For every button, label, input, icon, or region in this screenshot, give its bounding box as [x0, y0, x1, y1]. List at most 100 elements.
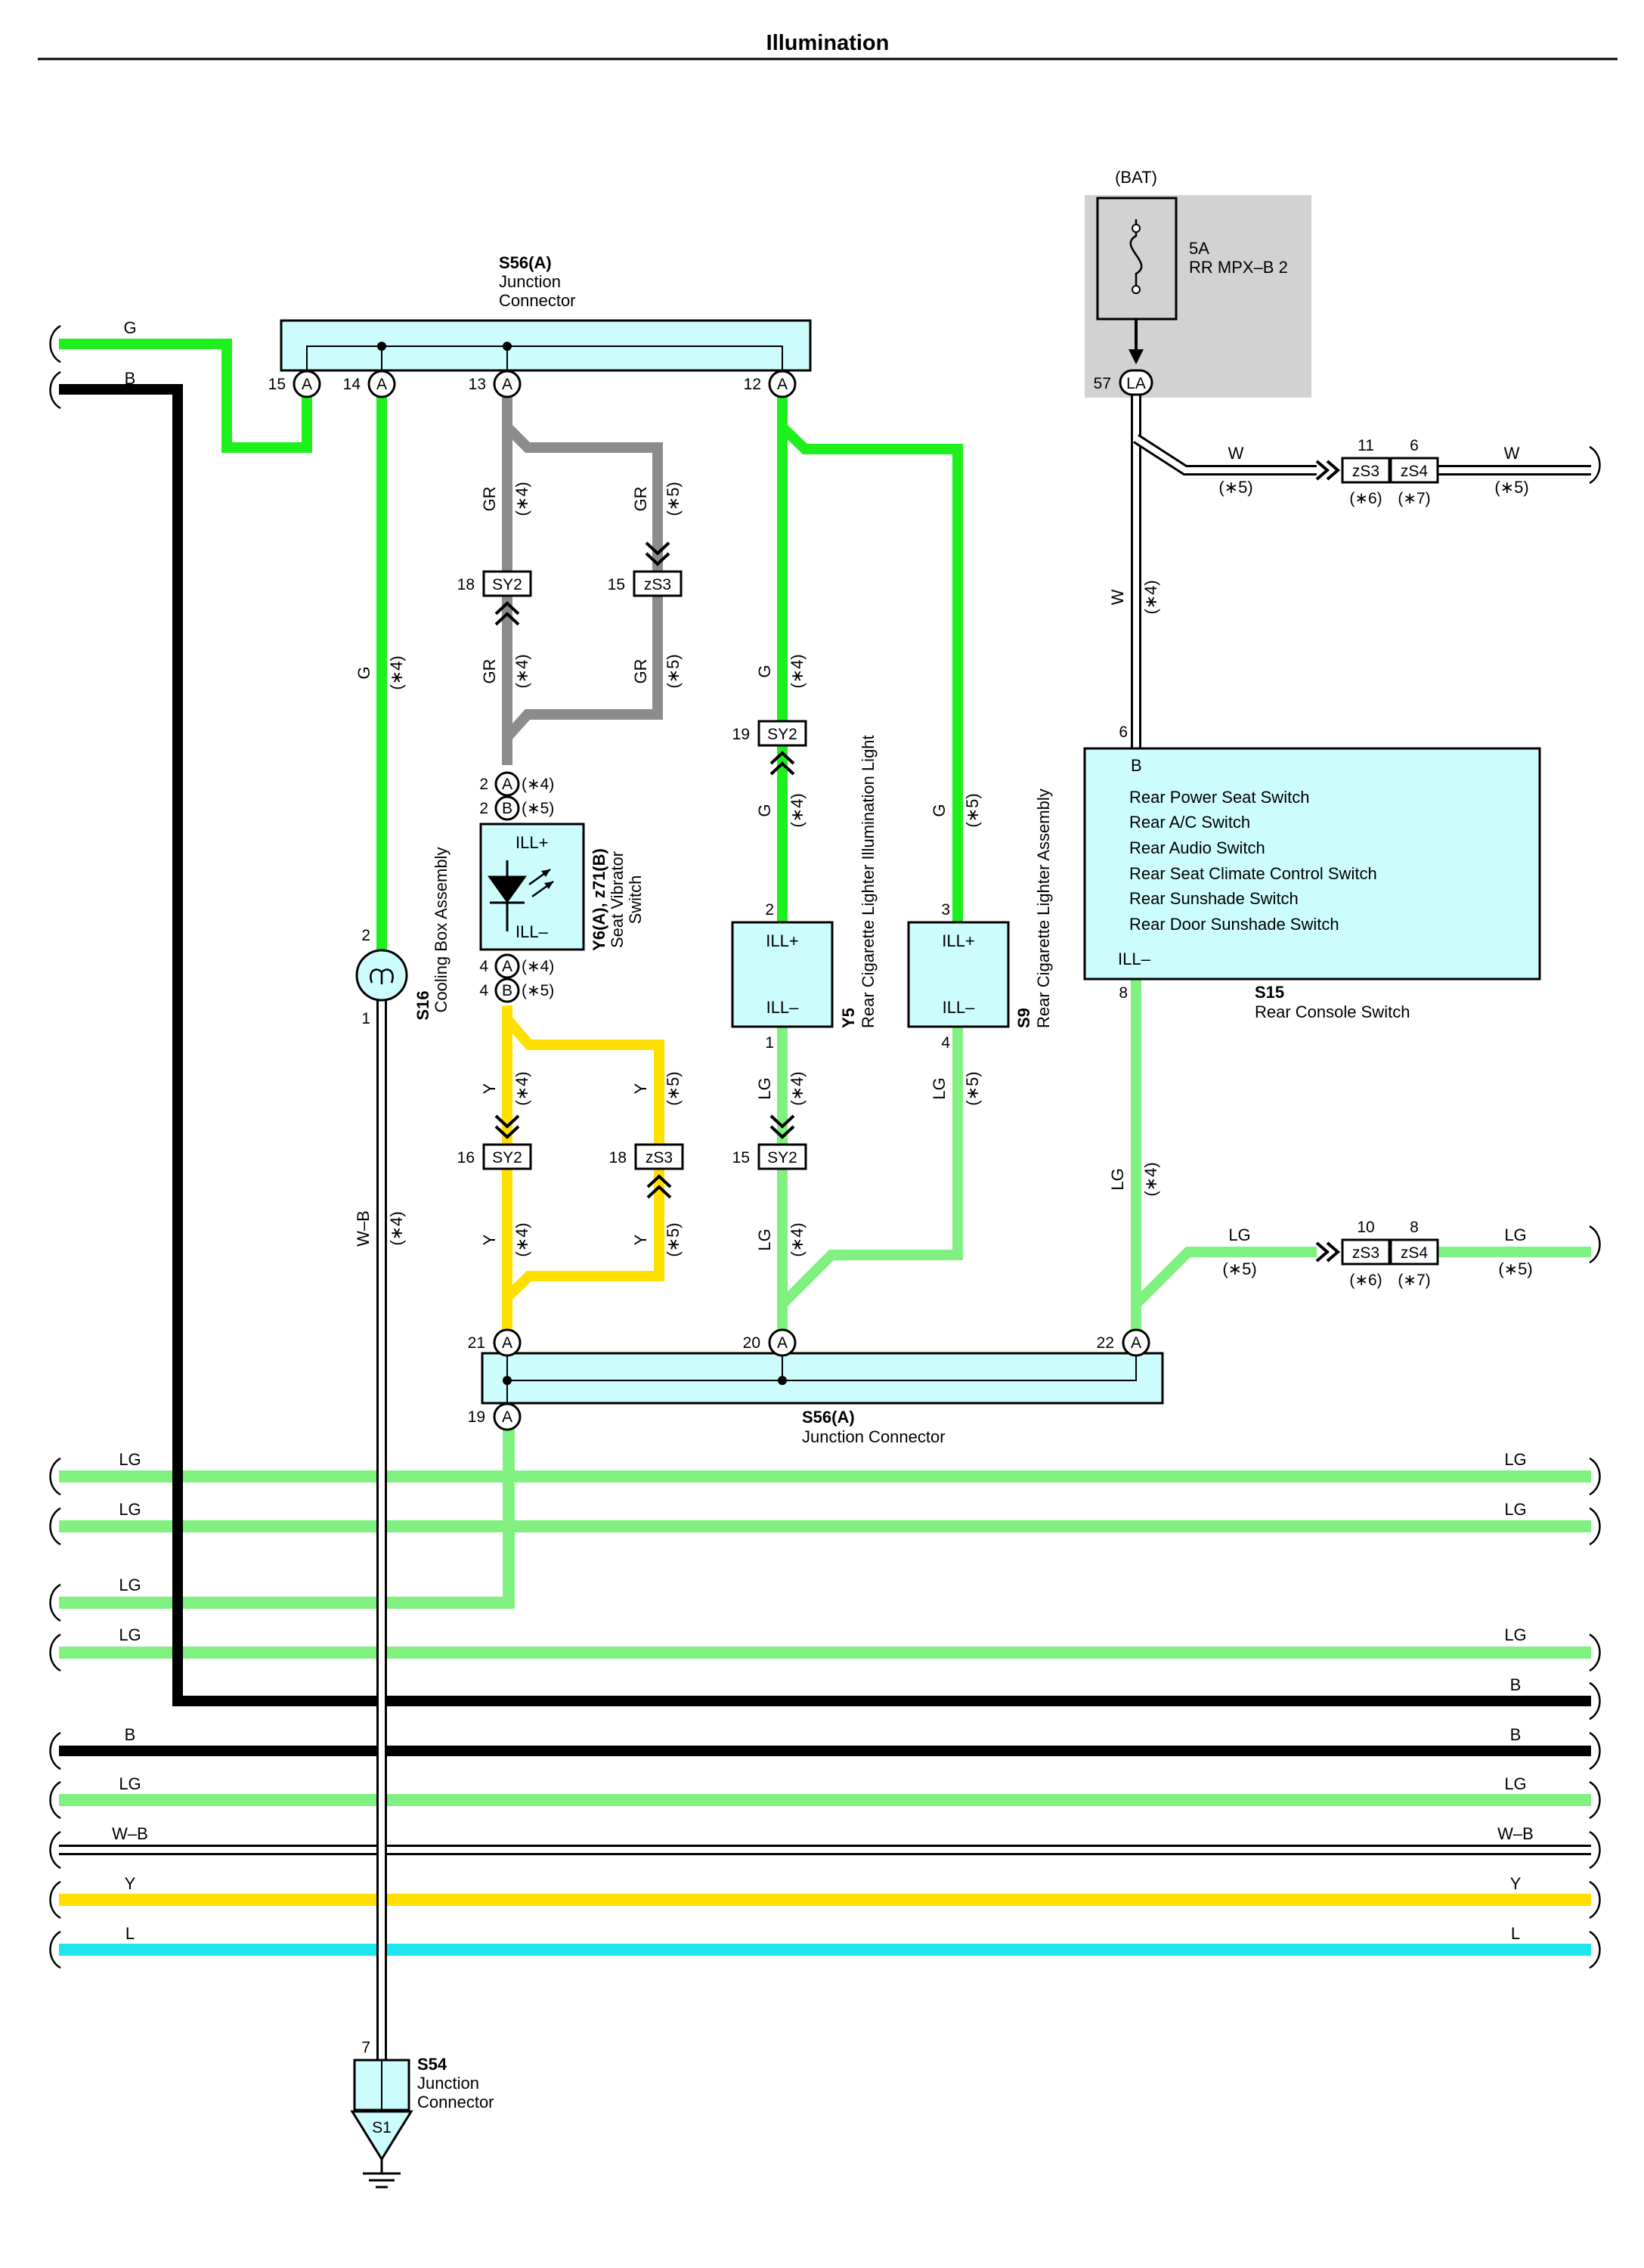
y5-pin-top: 2: [765, 901, 774, 919]
s54-line1: Junction: [417, 2074, 479, 2093]
note-g-s9: (∗5): [963, 793, 982, 827]
conn-zs3-gr-pin: 15: [608, 576, 625, 593]
bus-l-right: L: [1511, 1924, 1520, 1943]
break-left-g: [49, 324, 61, 364]
break-left-lg5: [49, 1780, 61, 1820]
s15-name: Rear Console Switch: [1255, 1002, 1410, 1021]
pin-b4-num: 4: [479, 982, 488, 999]
pin-a2-note: (∗4): [522, 776, 554, 793]
ground-label: S1: [372, 2119, 392, 2136]
conn-sy2-lg: [757, 1143, 807, 1170]
pin-22-letter: A: [1131, 1334, 1141, 1352]
s56-bottom-pins: A 21 A 20 A 22 A 19: [468, 1328, 1150, 1431]
pin-21: [493, 1328, 522, 1357]
break-right-lg5: [1589, 1780, 1601, 1820]
break-right-lg2: [1589, 1507, 1601, 1546]
conn-zs3-y-pin: 18: [609, 1149, 627, 1167]
s56-top-dot-13: [503, 342, 512, 351]
bus-y-left: Y: [125, 1874, 136, 1893]
label-y-3: Y: [480, 1234, 499, 1245]
conn-zs3-y: [634, 1143, 684, 1170]
seat-vibrator-code: Y6(A), z71(B): [590, 848, 608, 951]
cooling-box-name: Cooling Box Assembly: [432, 847, 450, 1013]
break-right-wb: [1589, 1830, 1601, 1870]
s56-top-code: S56(A): [499, 253, 552, 272]
seat-vibrator-ill-plus: ILL+: [515, 833, 548, 852]
break-left-lg4: [49, 1633, 61, 1672]
break-right-b2: [1589, 1731, 1601, 1771]
break-left-b: [49, 370, 61, 410]
note-wb-vertical: (∗4): [387, 1211, 406, 1245]
wire-g-top-left: [59, 339, 312, 453]
cooling-box-loop-icon: [370, 968, 394, 984]
fuse-source: (BAT): [1115, 168, 1157, 187]
wire-lg-s15-branch: [1132, 1247, 1317, 1308]
label-gr-2: GR: [631, 487, 650, 512]
conn-sy2-y: [482, 1143, 532, 1170]
s15-pin-b-num: 6: [1119, 723, 1128, 741]
s54-code: S54: [417, 2055, 447, 2074]
conn-lg-zs3-note: (∗6): [1349, 1272, 1382, 1289]
seat-vibrator-name1: Seat Vibrator: [608, 851, 627, 948]
bus-b2-left: B: [125, 1725, 136, 1744]
break-right-lg4: [1589, 1633, 1601, 1672]
pin-13: [493, 370, 522, 398]
bus-lg2-right: LG: [1504, 1500, 1526, 1519]
s56-bottom-code: S56(A): [802, 1408, 855, 1427]
y5-ill-minus: ILL–: [766, 998, 800, 1017]
wire-w-branch-core: [1134, 435, 1317, 473]
s56-top-dot-14: [377, 342, 386, 351]
note-lg-y5a: (∗4): [788, 1071, 807, 1105]
conn-sy2-g: [757, 720, 807, 747]
conn-sy2-lg-pin: 15: [732, 1149, 750, 1167]
conn-sy2-y-chevron: [494, 1114, 520, 1139]
s9-pin-bottom: 4: [941, 1034, 950, 1052]
conn-sy2-g-pin: 19: [732, 726, 750, 743]
pin-15-letter: A: [302, 376, 312, 393]
conn-sy2-y-label: SY2: [492, 1149, 522, 1167]
conn-lg-zs4: [1389, 1238, 1439, 1266]
bus-wire-b-main: [59, 384, 1591, 1706]
conn-sy2-gr-pin: 18: [457, 576, 475, 593]
pin-19: [493, 1402, 522, 1431]
conn-lg-zs3: [1341, 1238, 1391, 1266]
bus-b1-right: B: [1510, 1675, 1522, 1694]
label-w-vert: W: [1108, 589, 1127, 605]
pin-13-letter: A: [502, 376, 512, 393]
bus-lg3-left: LG: [119, 1576, 141, 1594]
pin-14-letter: A: [376, 376, 387, 393]
pin-a2: [494, 771, 520, 797]
pin-a4-letter: A: [502, 958, 512, 975]
break-left-y: [49, 1880, 61, 1919]
pin-14-num: 14: [343, 376, 361, 393]
pin-a4-note: (∗4): [522, 958, 554, 975]
label-lg-y5a: LG: [755, 1077, 774, 1099]
s56-bottom-dot-20: [778, 1376, 787, 1385]
seat-vibrator-ill-minus: ILL–: [515, 922, 549, 941]
note-w-vert: (∗4): [1141, 580, 1160, 614]
note-gr-4: (∗5): [664, 654, 683, 688]
bus-wire-lg3: [59, 1424, 515, 1609]
note-lg-y5b: (∗4): [788, 1222, 807, 1256]
wire-lg-s9: [779, 1027, 963, 1308]
conn-w-zs3-label: zS3: [1352, 463, 1379, 480]
pin-b2-letter: B: [502, 800, 512, 817]
pin-22: [1122, 1328, 1150, 1357]
break-right-lg-top: [1589, 1225, 1601, 1264]
pin-22-num: 22: [1097, 1334, 1114, 1352]
page-title: Illumination: [766, 31, 890, 55]
break-right-l: [1589, 1930, 1601, 1969]
conn-w-zs3-pin: 11: [1358, 437, 1374, 454]
bus-labels: G B LG LG LG LG LG LG LG B B B LG LG W–B…: [112, 318, 1534, 1943]
note-y-1: (∗4): [512, 1071, 531, 1105]
cooling-box-pin-in: 2: [361, 927, 370, 944]
note-gr-1: (∗4): [512, 482, 531, 516]
note-g-14: (∗4): [387, 655, 406, 689]
label-lg-y5b: LG: [755, 1228, 774, 1250]
y5-name: Rear Cigarette Lighter Illumination Ligh…: [859, 735, 878, 1028]
pin-b4-letter: B: [502, 982, 512, 999]
pin-b2: [494, 795, 520, 821]
pin-12: [768, 370, 797, 398]
conn-zs3-gr-label: zS3: [644, 576, 671, 593]
fuse-terminal-top: [1132, 224, 1141, 233]
